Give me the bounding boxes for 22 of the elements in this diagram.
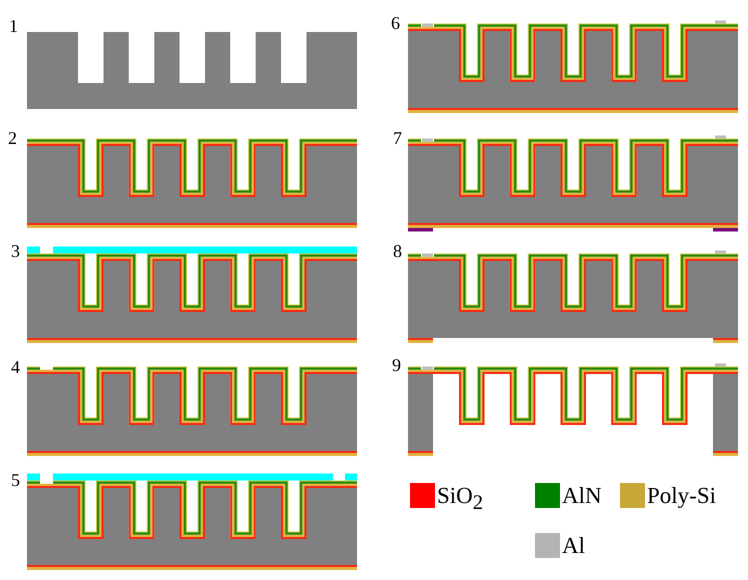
wafer-cross-section — [408, 20, 738, 113]
legend-label: SiO$_{2}$ — [437, 483, 484, 508]
wafer-cross-section — [27, 246, 357, 343]
legend-label: AlN — [562, 483, 602, 508]
wafer-cross-section — [27, 366, 357, 456]
wafer-cross-section — [408, 136, 738, 232]
legend-label: Al — [562, 533, 585, 558]
legend-label: Poly-Si — [647, 483, 716, 508]
step-number: 9 — [392, 356, 401, 374]
step-number: 4 — [11, 358, 20, 376]
step-number: 6 — [391, 14, 400, 32]
step-number: 3 — [11, 242, 20, 260]
step-number: 7 — [393, 129, 402, 147]
wafer-cross-section — [27, 32, 357, 109]
wafer-cross-section — [408, 364, 738, 456]
step-number: 5 — [11, 471, 20, 489]
step-number: 8 — [393, 242, 402, 260]
wafer-cross-section — [27, 138, 357, 228]
wafer-cross-section — [408, 250, 738, 343]
step-number: 1 — [9, 17, 18, 35]
wafer-cross-section — [27, 474, 357, 570]
step-number: 2 — [8, 129, 17, 147]
